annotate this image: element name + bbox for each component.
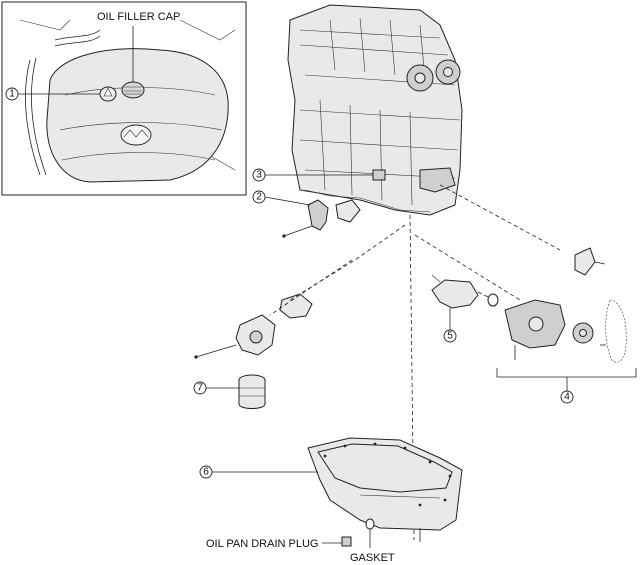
svg-text:6: 6 [203, 467, 209, 478]
callout-4: 4 [560, 390, 574, 404]
gasket-label: GASKET [350, 552, 395, 564]
engine-cover [46, 48, 229, 183]
callout-1: 1 [5, 87, 19, 101]
oil-pan-drain-plug [341, 536, 352, 547]
alignment-lines [269, 184, 561, 541]
svg-text:7: 7 [197, 383, 203, 394]
svg-text:3: 3 [256, 170, 262, 181]
oil-pressure-switch [372, 169, 386, 181]
oil-jet-bracket [282, 199, 361, 238]
emblem-logo [120, 124, 152, 146]
oil-filler-cap [121, 81, 145, 99]
oil-filter-bracket [194, 293, 313, 359]
oil-pan [307, 437, 463, 542]
oil-pump-assembly [431, 247, 627, 363]
oil-filter [238, 374, 266, 409]
callout-2: 2 [252, 190, 266, 204]
svg-text:1: 1 [9, 89, 15, 100]
oil-pan-drain-plug-label: OIL PAN DRAIN PLUG [206, 538, 318, 550]
callout-3: 3 [252, 168, 266, 182]
gasket [365, 518, 375, 530]
oil-filler-cap-label: OIL FILLER CAP [97, 11, 180, 23]
engine-block [287, 4, 463, 216]
callout-5: 5 [443, 329, 457, 343]
svg-text:5: 5 [447, 331, 453, 342]
callout-7: 7 [193, 381, 207, 395]
callout-4-bracket [496, 368, 637, 391]
svg-text:4: 4 [564, 392, 570, 403]
engine-cover-inset [1, 1, 247, 196]
dipstick-handle [99, 86, 117, 102]
callout-6: 6 [199, 465, 213, 479]
svg-text:2: 2 [256, 192, 262, 203]
